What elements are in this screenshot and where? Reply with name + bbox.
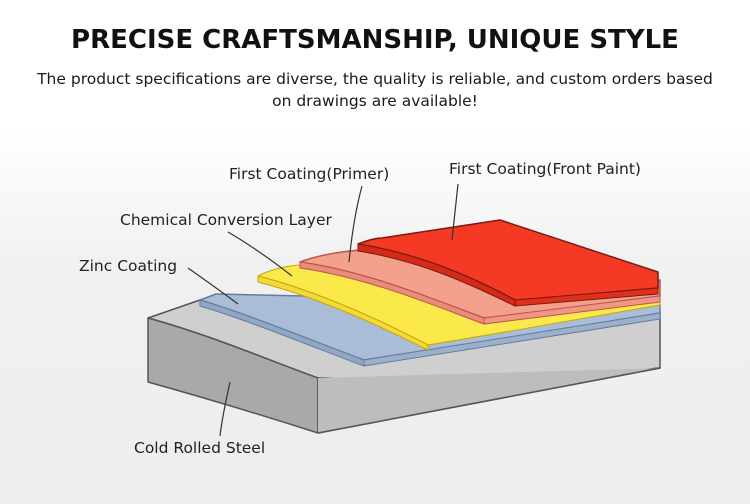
leader-front-paint bbox=[451, 183, 459, 241]
leader-lines bbox=[187, 183, 459, 437]
page-subtitle: The product specifications are diverse, … bbox=[37, 70, 713, 110]
label-primer: First Coating(Primer) bbox=[229, 165, 389, 183]
leader-steel bbox=[219, 381, 231, 437]
label-steel: Cold Rolled Steel bbox=[134, 439, 265, 457]
label-conversion: Chemical Conversion Layer bbox=[120, 211, 333, 229]
leader-conversion bbox=[227, 231, 293, 277]
layer-front-paint bbox=[357, 219, 659, 307]
page-title: PRECISE CRAFTSMANSHIP, UNIQUE STYLE bbox=[71, 25, 679, 55]
leader-zinc bbox=[187, 267, 239, 305]
label-front-paint: First Coating(Front Paint) bbox=[449, 160, 641, 178]
leader-primer bbox=[348, 185, 363, 263]
label-zinc: Zinc Coating bbox=[79, 257, 177, 275]
